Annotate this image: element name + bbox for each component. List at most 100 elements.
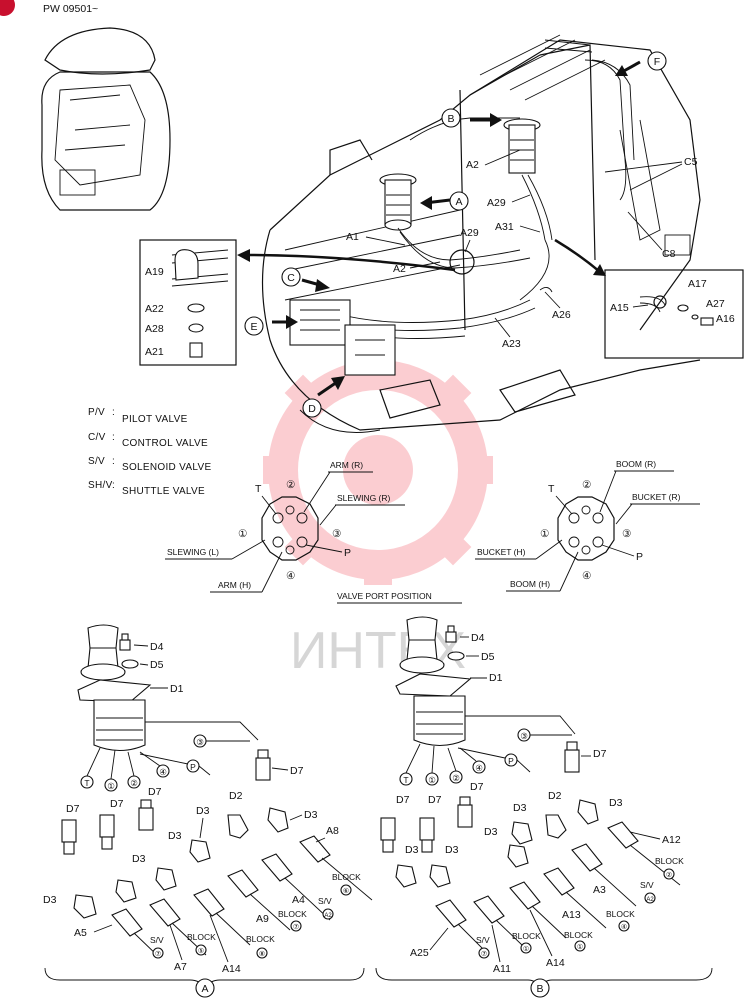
svg-text:A13: A13 [562, 909, 581, 921]
svg-text:A: A [455, 196, 462, 208]
svg-text:C/V: C/V [88, 432, 106, 443]
svg-text:PILOT VALVE: PILOT VALVE [122, 414, 188, 425]
svg-text::: : [112, 480, 115, 491]
page-corner-badge [0, 0, 15, 16]
svg-text:ARM (R): ARM (R) [330, 460, 363, 470]
svg-text:BUCKET (H): BUCKET (H) [477, 547, 526, 557]
svg-text:⑥: ⑥ [343, 887, 349, 895]
svg-text:SH/V: SH/V [88, 480, 113, 491]
svg-text:ARM (H): ARM (H) [218, 580, 251, 590]
svg-text:B: B [447, 113, 454, 125]
pilot-valve-a [379, 173, 417, 231]
assembly-a: D4 D5 D1 ③ P ④ T ① ② D7 D7 D7 D7 D2 D3 D… [43, 624, 373, 998]
svg-text:S/V: S/V [318, 896, 332, 906]
svg-text:SOLENOID VALVE: SOLENOID VALVE [122, 462, 211, 473]
svg-text:A2: A2 [324, 913, 332, 919]
svg-text:S/V: S/V [640, 880, 654, 890]
svg-text:A25: A25 [410, 947, 429, 959]
svg-text:⑤: ⑤ [198, 947, 204, 955]
svg-text:A28: A28 [145, 323, 164, 335]
svg-text:BLOCK: BLOCK [278, 909, 307, 919]
svg-text:⑦: ⑦ [481, 950, 487, 958]
svg-text:D3: D3 [609, 797, 623, 809]
svg-text:BLOCK: BLOCK [564, 930, 593, 940]
svg-text:A26: A26 [552, 309, 571, 321]
svg-text:D5: D5 [150, 659, 164, 671]
svg-text:BLOCK: BLOCK [246, 934, 275, 944]
svg-text:A7: A7 [174, 961, 187, 973]
svg-text:A29: A29 [460, 227, 479, 239]
svg-text:④: ④ [286, 570, 296, 582]
svg-text:S/V: S/V [150, 935, 164, 945]
svg-text:T: T [548, 483, 555, 495]
svg-text:②: ② [286, 479, 296, 491]
svg-text:F: F [654, 56, 660, 68]
svg-text:SLEWING (L): SLEWING (L) [167, 547, 219, 557]
svg-text:P/V: P/V [88, 407, 105, 418]
svg-text:SHUTTLE VALVE: SHUTTLE VALVE [122, 486, 205, 497]
detail-box-right: A15 A17 A27 A16 [604, 269, 744, 359]
svg-text:P: P [636, 551, 643, 563]
svg-text:P: P [344, 547, 351, 559]
svg-text:D1: D1 [170, 683, 184, 695]
svg-text:BLOCK: BLOCK [512, 931, 541, 941]
svg-text:①: ① [523, 945, 529, 953]
svg-text:D3: D3 [484, 826, 498, 838]
svg-text:D: D [308, 403, 316, 415]
svg-text::: : [112, 432, 115, 443]
svg-text:A17: A17 [688, 278, 707, 290]
svg-text:③: ③ [520, 731, 528, 741]
svg-text:①: ① [577, 943, 583, 951]
svg-text:D3: D3 [168, 830, 182, 842]
svg-text::: : [112, 407, 115, 418]
svg-text:A27: A27 [706, 298, 725, 310]
port-diagram-right: ② ① ③ ④ T P BOOM (R) BUCKET (R) BUCKET (… [475, 459, 700, 592]
svg-text:D7: D7 [290, 765, 304, 777]
callout-d: D [302, 398, 322, 418]
svg-text:BLOCK: BLOCK [606, 909, 635, 919]
svg-text:A14: A14 [222, 963, 241, 975]
svg-text:A22: A22 [145, 303, 164, 315]
svg-text:A: A [201, 983, 208, 995]
svg-text:②: ② [130, 778, 138, 788]
svg-text:D3: D3 [513, 802, 527, 814]
svg-text:A19: A19 [145, 266, 164, 278]
svg-text:D1: D1 [489, 672, 503, 684]
svg-text:D7: D7 [110, 798, 124, 810]
svg-text:D7: D7 [593, 748, 607, 760]
svg-text:D3: D3 [304, 809, 318, 821]
hose-bundle [299, 39, 635, 339]
svg-text:①: ① [540, 528, 550, 540]
svg-text:D5: D5 [481, 651, 495, 663]
svg-text:A21: A21 [145, 346, 164, 358]
svg-text:A2: A2 [393, 263, 406, 275]
svg-text:A12: A12 [662, 834, 681, 846]
svg-text:A11: A11 [493, 963, 511, 975]
svg-text:A2: A2 [466, 159, 479, 171]
control-valve-block [289, 299, 396, 376]
arrows [237, 60, 641, 397]
svg-text:D3: D3 [405, 844, 419, 856]
watermark-gear-icon [263, 355, 493, 585]
svg-text:T: T [403, 775, 408, 785]
svg-text:A5: A5 [74, 927, 87, 939]
abbreviation-legend: P/V : PILOT VALVE C/V : CONTROL VALVE S/… [88, 407, 211, 497]
svg-text:D3: D3 [196, 805, 210, 817]
top-part-labels: A1 A2 A2 A29 A29 A31 A23 A26 C5 C8 [346, 149, 698, 350]
svg-text:①: ① [428, 775, 436, 785]
svg-text:P: P [190, 762, 196, 772]
svg-text:④: ④ [582, 570, 592, 582]
svg-text:④: ④ [159, 767, 167, 777]
svg-text:D3: D3 [43, 894, 57, 906]
svg-text:③: ③ [196, 737, 204, 747]
svg-text:D4: D4 [150, 641, 164, 653]
svg-text:A16: A16 [716, 313, 735, 325]
svg-text:D7: D7 [148, 786, 162, 798]
svg-text:③: ③ [332, 528, 342, 540]
callout-a: A [449, 191, 469, 211]
svg-text:D2: D2 [548, 790, 562, 802]
svg-text:A9: A9 [256, 913, 269, 925]
svg-text:②: ② [582, 479, 592, 491]
svg-text:②: ② [666, 871, 672, 879]
